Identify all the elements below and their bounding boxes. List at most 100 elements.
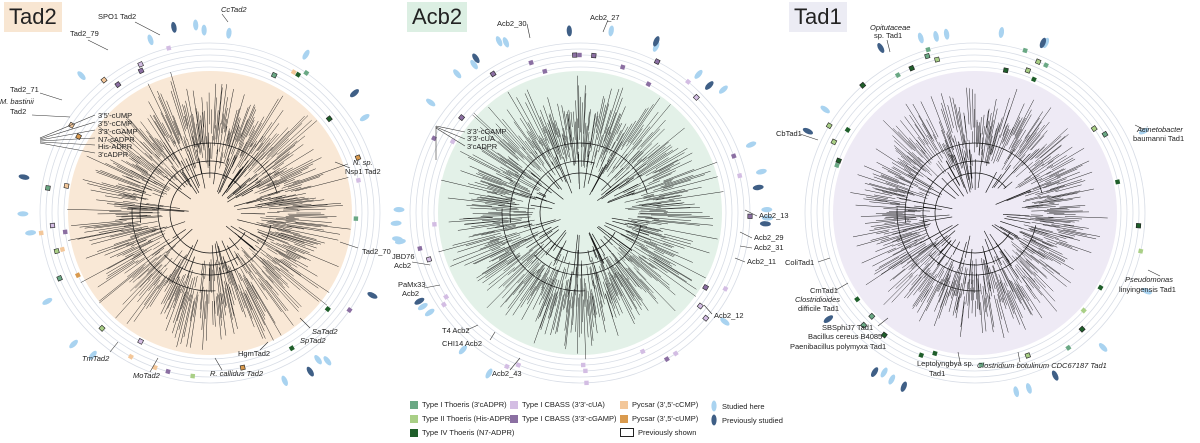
studied-here-icon bbox=[711, 400, 717, 412]
studied-here-icon bbox=[17, 211, 29, 217]
strip-mark bbox=[696, 302, 704, 310]
acb2-rings bbox=[409, 42, 751, 384]
strip-mark bbox=[639, 348, 646, 355]
studied-here-icon bbox=[426, 98, 436, 107]
annotation-ring bbox=[45, 48, 375, 378]
studied-here-icon bbox=[393, 206, 405, 213]
strip-mark bbox=[62, 229, 68, 235]
annotation-ring bbox=[816, 54, 1134, 372]
strip-mark bbox=[59, 246, 66, 253]
annotation-ring bbox=[57, 60, 363, 366]
strip-mark bbox=[1101, 130, 1109, 138]
legend-item: Type I Thoeris (3'cADPR) bbox=[410, 400, 507, 409]
acb2-leaf-markers bbox=[390, 25, 773, 379]
studied-here-icon bbox=[417, 302, 428, 311]
tad2-label-spo1: SPO1 Tad2 bbox=[98, 12, 136, 21]
studied-here-icon bbox=[652, 41, 660, 52]
annotation-ring bbox=[63, 66, 357, 360]
acb2-label-jbd76: JBD76 bbox=[392, 252, 415, 261]
tad1-label-baumanni: baumanni Tad1 bbox=[1133, 134, 1184, 143]
acb2-label-pamx33: PaMx33 bbox=[398, 280, 426, 289]
tad1-label-cm: CmTad1 bbox=[810, 286, 838, 295]
strip-mark bbox=[288, 345, 295, 352]
tad2-label-sp: SpTad2 bbox=[300, 336, 326, 345]
tree-branches bbox=[67, 72, 351, 350]
studied-here-icon bbox=[42, 297, 53, 305]
legend-swatch bbox=[620, 428, 634, 437]
strip-mark bbox=[908, 64, 916, 72]
strip-mark bbox=[528, 59, 534, 66]
tad2-label-cump: 3'5'-cUMP bbox=[98, 111, 132, 120]
previously-studied-icon bbox=[414, 297, 425, 305]
strip-mark bbox=[324, 306, 331, 313]
strip-mark bbox=[45, 185, 51, 191]
previously-studied-icon bbox=[900, 381, 907, 392]
strip-mark bbox=[239, 364, 246, 371]
strip-mark bbox=[854, 296, 861, 303]
studied-here-icon bbox=[1141, 287, 1152, 295]
tad2-label-cc: CcTad2 bbox=[221, 5, 247, 14]
legend-swatch bbox=[510, 414, 518, 423]
legend-label: Type I CBASS (3'3'-cGAMP) bbox=[522, 414, 617, 423]
studied-here-icon bbox=[485, 368, 493, 379]
studied-here-icon bbox=[323, 356, 332, 366]
strip-mark bbox=[515, 362, 522, 368]
strip-mark bbox=[737, 173, 743, 179]
annotation-ring bbox=[822, 60, 1128, 366]
strip-mark bbox=[702, 314, 710, 322]
annotation-ring bbox=[810, 48, 1140, 378]
studied-here-icon bbox=[880, 367, 888, 378]
acb2-title: Acb2 bbox=[407, 2, 468, 32]
legend-swatch bbox=[410, 428, 418, 437]
strip-mark bbox=[685, 78, 692, 85]
tad1-label-coli: ColiTad1 bbox=[785, 258, 814, 267]
tad2-label-hisadpr: His-ADPR bbox=[98, 142, 133, 151]
strip-mark bbox=[619, 64, 626, 70]
strip-mark bbox=[934, 56, 941, 63]
studied-here-icon bbox=[390, 220, 402, 226]
strip-mark bbox=[74, 272, 81, 279]
tree-arc bbox=[929, 225, 1037, 276]
strip-mark bbox=[583, 368, 588, 374]
tad2-label-mo: MoTad2 bbox=[133, 371, 161, 380]
studied-here-icon bbox=[314, 354, 322, 365]
strip-mark bbox=[1024, 67, 1032, 74]
tad2-label-nsp: N. sp. bbox=[353, 158, 373, 167]
legend-swatch bbox=[620, 400, 628, 409]
studied-here-icon bbox=[302, 49, 310, 60]
previously-studied-icon bbox=[711, 414, 717, 426]
acb2-label-30: Acb2_30 bbox=[497, 19, 527, 28]
tad1-label-cbotulinum: Clostridium botulinum CDC67187 Tad1 bbox=[977, 361, 1107, 370]
acb2-label-jbd76-acb2: Acb2 bbox=[394, 261, 411, 270]
previously-studied-icon bbox=[752, 184, 764, 191]
annotation-ring bbox=[51, 54, 369, 372]
strip-mark bbox=[353, 216, 359, 221]
strip-mark bbox=[53, 248, 60, 255]
studied-here-icon bbox=[888, 374, 896, 385]
tad1-label-acinetobacter: Acinetobacter bbox=[1136, 125, 1183, 134]
tree-arc bbox=[539, 172, 616, 254]
studied-here-icon bbox=[1098, 343, 1108, 352]
strip-mark bbox=[137, 338, 144, 345]
studied-here-icon bbox=[718, 85, 728, 94]
strip-mark bbox=[572, 52, 578, 58]
strip-mark bbox=[722, 285, 729, 292]
strip-mark bbox=[425, 256, 433, 263]
strip-mark bbox=[190, 373, 196, 379]
strip-mark bbox=[591, 52, 597, 59]
strip-mark bbox=[63, 182, 70, 189]
strip-mark bbox=[1022, 47, 1028, 54]
strip-mark bbox=[653, 58, 661, 65]
studied-here-icon bbox=[820, 105, 830, 114]
studied-here-icon bbox=[608, 25, 614, 37]
studied-here-icon bbox=[720, 317, 730, 326]
studied-here-icon bbox=[77, 71, 86, 80]
annotation-ring bbox=[39, 42, 381, 384]
studied-here-icon bbox=[470, 59, 478, 70]
strip-mark bbox=[925, 46, 931, 53]
strip-mark bbox=[431, 135, 437, 142]
legend-item: Previously studied bbox=[710, 414, 783, 426]
strip-mark bbox=[270, 71, 278, 79]
strip-mark bbox=[880, 331, 888, 339]
